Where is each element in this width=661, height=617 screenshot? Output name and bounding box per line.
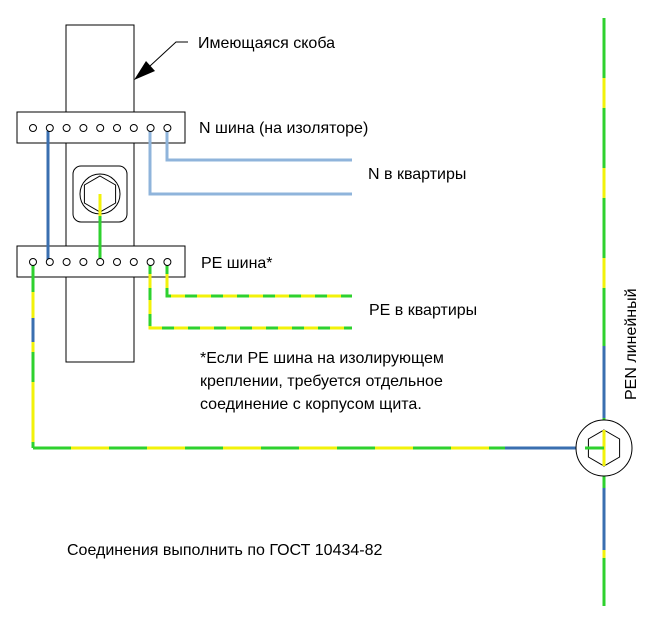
pe-bus-terminal: [163, 258, 172, 266]
n-bus-terminal: [96, 124, 105, 132]
n-bus-terminals: [29, 124, 172, 132]
pe-bus-label: PE шина*: [201, 255, 273, 272]
bracket-label: Имеющаяся скоба: [198, 35, 335, 52]
n-bus-terminal: [79, 124, 88, 132]
pe-bus-terminals: [29, 258, 172, 266]
bracket-leader: [134, 41, 188, 80]
n-bus-label: N шина (на изоляторе): [199, 120, 368, 137]
pe-to-pen-wire: [31, 262, 585, 450]
n-bus-terminal: [146, 124, 155, 132]
pe-bus-terminal: [129, 258, 138, 266]
pe-bus-terminal: [146, 258, 155, 266]
pe-bus-terminal: [29, 258, 37, 266]
n-to-apartments-label: N в квартиры: [368, 166, 466, 183]
n-bus-terminal: [62, 124, 71, 132]
n-wire-1: [148, 131, 352, 196]
n-bus-terminal: [29, 124, 37, 132]
pen-connection-bolt: [575, 419, 633, 477]
pe-to-apartments-label: PE в квартиры: [369, 302, 477, 319]
pe-bus-terminal: [62, 258, 71, 266]
pe-bus-terminal: [113, 258, 121, 266]
n-bus-terminal: [45, 124, 54, 132]
pe-wire-1: [165, 262, 352, 298]
footnote-line-2: креплении, требуется отдельное: [200, 373, 443, 390]
n-wire-2: [165, 131, 352, 162]
n-bus-terminal: [113, 124, 121, 132]
n-bus-terminal: [163, 124, 172, 132]
pe-bus-terminal: [45, 258, 54, 266]
pe-bus-terminal: [96, 258, 105, 266]
pe-wire-2: [148, 262, 352, 330]
pen-line-label: PEN линейный: [623, 288, 640, 400]
footnote-line-1: *Если PE шина на изолирующем: [200, 350, 444, 367]
n-bus-terminal: [129, 124, 138, 132]
footnote-line-3: соединение с корпусом щита.: [200, 396, 422, 413]
pe-bus-terminal: [79, 258, 88, 266]
gost-note: Соединения выполнить по ГОСТ 10434-82: [67, 542, 383, 559]
